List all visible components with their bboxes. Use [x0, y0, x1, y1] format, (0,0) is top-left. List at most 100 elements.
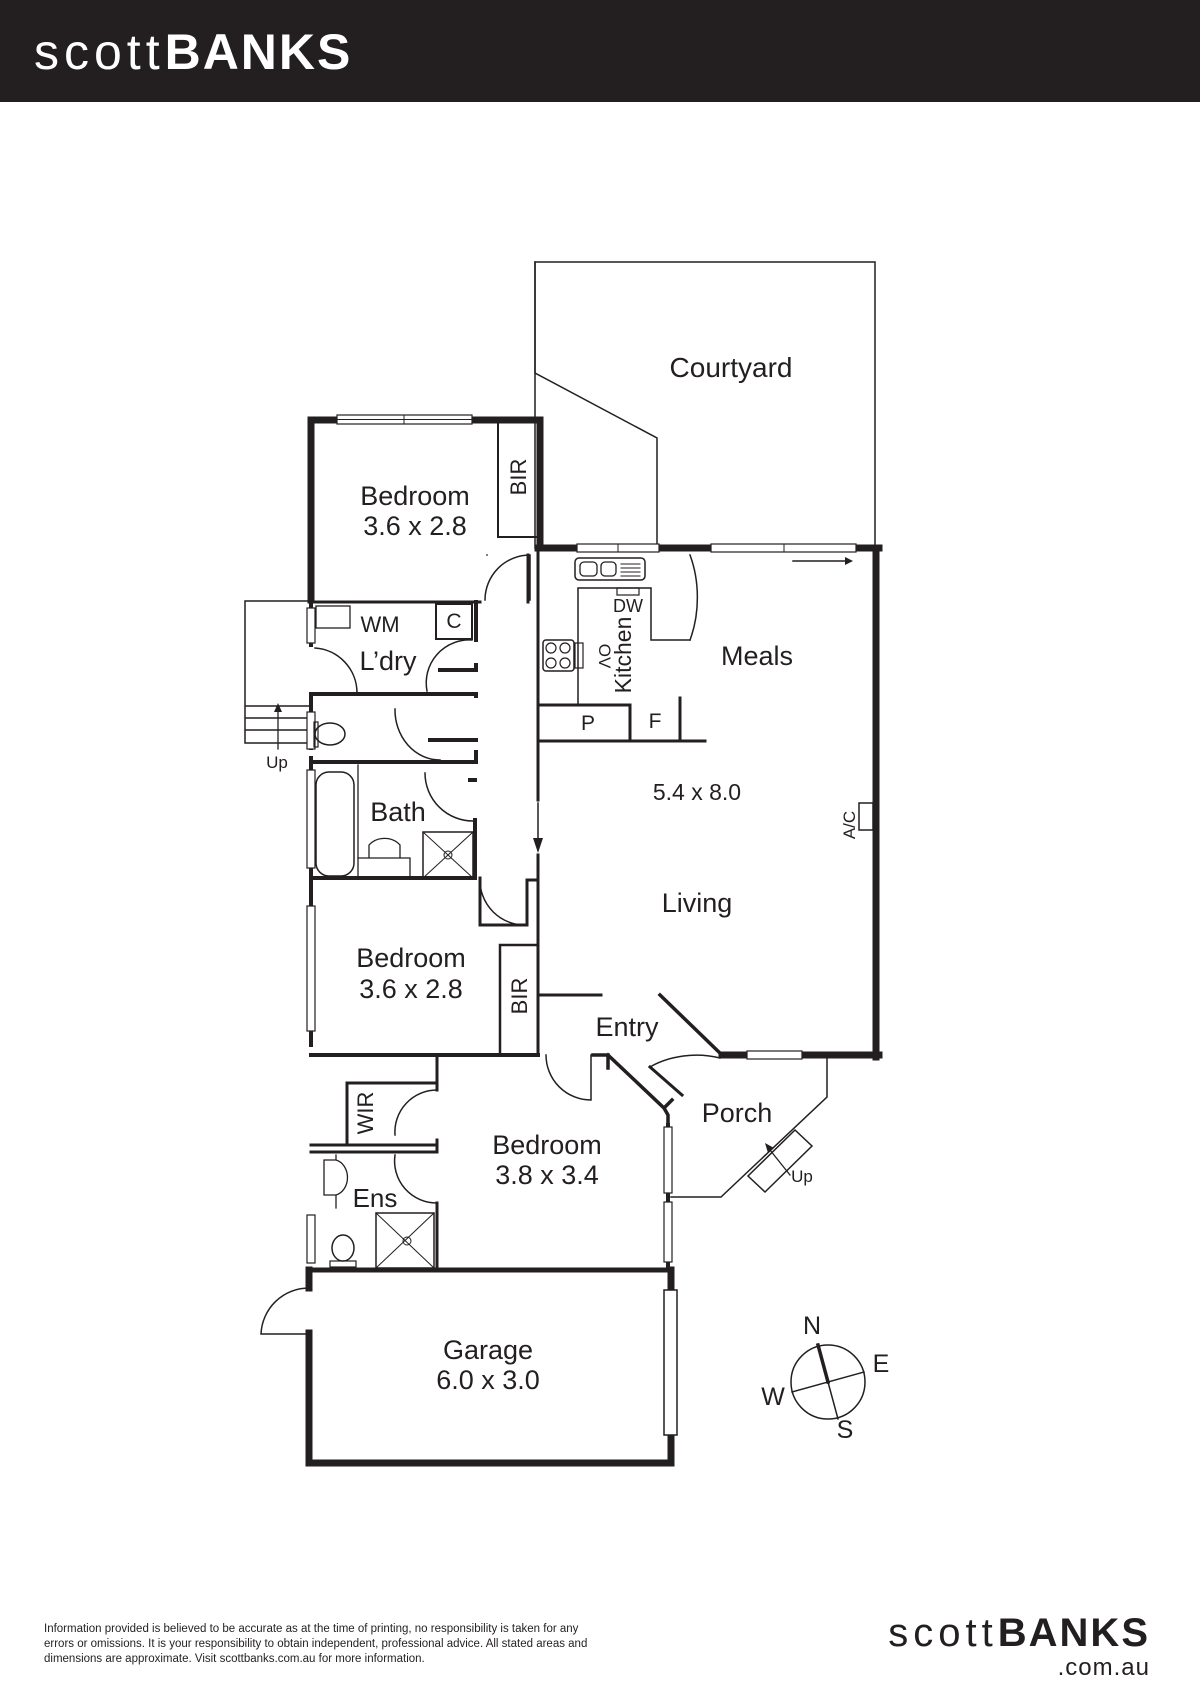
door-wir	[394, 1089, 438, 1136]
label-porch: Porch	[702, 1098, 773, 1128]
shower-drain	[443, 850, 453, 860]
label-cupboard: C	[446, 610, 461, 633]
sink-bowl-1	[579, 561, 598, 577]
bath-walls	[309, 778, 477, 880]
vanity	[357, 837, 411, 879]
label-ac: A/C	[840, 811, 859, 839]
washing-machine	[315, 605, 351, 629]
bedroom2-walls	[478, 876, 540, 927]
label-wir: WIR	[353, 1092, 378, 1135]
size-bedroom3: 3.8 x 3.4	[495, 1160, 599, 1190]
footer-logo-light: scott	[888, 1611, 998, 1655]
stairs-arrow-head	[274, 703, 282, 712]
compass-e: E	[873, 1350, 890, 1378]
label-kitchen: Kitchen	[610, 617, 636, 694]
porch-arrow-head	[765, 1143, 774, 1153]
label-bir1: BIR	[506, 459, 531, 496]
window-bedroom3	[663, 1126, 673, 1194]
footer-logo[interactable]: scottBANKS .com.au	[888, 1610, 1150, 1680]
size-garage: 6.0 x 3.0	[436, 1365, 540, 1395]
logo-bold-text: BANKS	[164, 24, 353, 80]
sliding-door-meals	[710, 543, 857, 553]
entry-diag-wall	[657, 992, 725, 1058]
size-bedroom2: 3.6 x 2.8	[359, 974, 463, 1004]
label-wm: WM	[360, 612, 399, 637]
door-bath	[424, 772, 474, 822]
door-hall-top	[484, 554, 531, 601]
cooktop	[542, 639, 575, 672]
window-bedroom1	[336, 414, 473, 425]
slide-arrow-head	[845, 557, 853, 565]
robe-bedroom2	[498, 943, 540, 1054]
label-fridge: F	[649, 710, 662, 733]
porch-arrow	[769, 1149, 791, 1176]
disclaimer-text: Information provided is believed to be a…	[44, 1623, 588, 1665]
door-entry	[648, 1054, 721, 1069]
door-bedroom2	[479, 877, 528, 926]
ens-vanity	[323, 1154, 349, 1209]
wir-walls	[309, 1055, 439, 1154]
oven	[574, 642, 584, 669]
toilet-wc-cistern	[313, 721, 319, 748]
hall-arrow-head	[533, 838, 543, 853]
courtyard-diagonal	[534, 261, 658, 549]
label-laundry: L’dry	[359, 646, 417, 676]
robe-bedroom1	[497, 422, 538, 538]
shower-bath-cross	[422, 831, 474, 879]
garage-door	[663, 1289, 678, 1436]
window-bath	[306, 769, 316, 869]
wc-walls	[309, 738, 478, 764]
label-bedroom1: Bedroom	[360, 481, 470, 511]
bathtub	[315, 771, 355, 877]
window-laundry	[306, 607, 316, 644]
kitchen-bench	[577, 587, 691, 706]
header-bar: scottBANKS	[0, 0, 1200, 102]
label-bir2: BIR	[507, 978, 532, 1015]
logo-light-text: scott	[34, 24, 165, 80]
door-laundry	[314, 647, 358, 694]
compass-s: S	[837, 1416, 854, 1444]
door-bedroom3	[545, 1054, 592, 1101]
porch-diag	[591, 1052, 675, 1127]
header-logo[interactable]: scottBANKS	[34, 22, 352, 82]
label-ensuite: Ens	[353, 1183, 398, 1213]
label-dw: DW	[613, 596, 643, 616]
door-laundry-hall	[425, 639, 473, 692]
window-bedroom3b	[663, 1201, 673, 1263]
window-porch	[746, 1050, 803, 1060]
footer-logo-domain: .com.au	[1057, 1654, 1150, 1681]
sink-bowl-2	[600, 561, 617, 577]
footer-logo-bold: BANKS	[997, 1611, 1150, 1655]
window-ens	[306, 1214, 316, 1264]
label-porch-up: Up	[791, 1167, 813, 1186]
label-bath: Bath	[370, 797, 426, 827]
toilet-ens-cistern	[329, 1260, 357, 1268]
label-bedroom3: Bedroom	[492, 1130, 602, 1160]
shower-ens-cross	[375, 1212, 435, 1269]
porch-step	[746, 1128, 814, 1194]
size-living: 5.4 x 8.0	[653, 779, 741, 805]
shower-ens-drain	[402, 1236, 412, 1246]
entry-door-jamb	[647, 1064, 685, 1098]
cooktop-burners	[545, 642, 571, 669]
label-pantry: P	[581, 712, 595, 735]
ac-unit	[858, 802, 874, 831]
label-garage: Garage	[443, 1335, 533, 1365]
compass-w: W	[761, 1383, 785, 1411]
door-ens	[393, 1154, 438, 1204]
toilet-wc	[314, 722, 346, 746]
cupboard	[435, 603, 473, 640]
window-bedroom2	[306, 905, 316, 1032]
size-bedroom1: 3.6 x 2.8	[363, 511, 467, 541]
kitchen-sink	[574, 557, 646, 581]
label-living: Living	[662, 888, 733, 918]
label-ov: OV	[595, 644, 614, 669]
compass-n: N	[803, 1312, 821, 1340]
kitchen-door-arc	[689, 554, 699, 641]
label-meals: Meals	[721, 641, 793, 671]
toilet-ens	[331, 1234, 355, 1262]
label-courtyard: Courtyard	[670, 352, 793, 383]
dishwasher	[616, 587, 640, 596]
pantry-fridge-walls	[538, 696, 707, 743]
